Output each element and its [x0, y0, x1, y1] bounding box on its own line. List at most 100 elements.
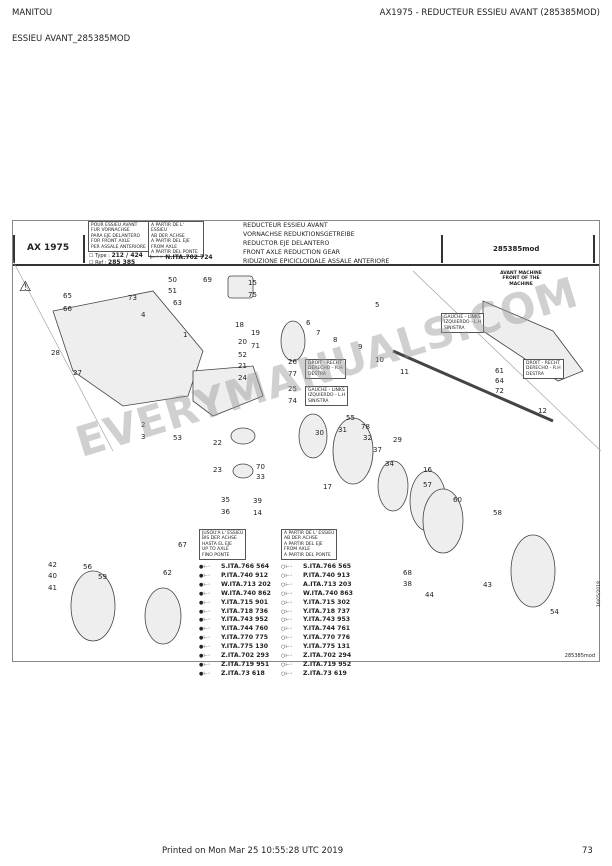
callout-number: 17 — [323, 483, 332, 491]
part-symbol-icon: ○⊢◦ — [281, 653, 293, 660]
callout-number: 28 — [51, 349, 60, 357]
part-symbol-icon: ●⊢◦ — [199, 572, 211, 579]
front-of-machine-note: AVANT MACHINE FRONT OF THE MACHINE — [500, 271, 542, 287]
callout-number: 73 — [128, 294, 137, 302]
serial-number: ⊢◦◦ N.ITA.702 724 — [150, 254, 213, 261]
callout-number: 69 — [203, 276, 212, 284]
until-axle-serial-list: ●⊢◦S.ITA.766 564●⊢◦P.ITA.740 912●⊢◦W.ITA… — [199, 563, 271, 679]
serial-list-item: ○⊢◦Y.ITA.744 761 — [281, 625, 351, 633]
callout-number: 71 — [251, 342, 260, 350]
callout-number: 60 — [453, 496, 462, 504]
type-ref: ☐ Type : 212 / 424 ☐ Ref : 285 385 — [89, 252, 143, 266]
brand-name: MANITOU — [12, 8, 53, 18]
callout-number: 70 — [256, 463, 265, 471]
callout-number: 54 — [550, 608, 559, 616]
serial-list-item: ○⊢◦Z.ITA.719 952 — [281, 660, 352, 668]
serial-list-item: ●⊢◦Y.ITA.718 736 — [199, 607, 269, 615]
part-symbol-icon: ○⊢◦ — [281, 599, 293, 606]
callout-number: 6 — [306, 319, 311, 327]
serial-list-item: ○⊢◦Z.ITA.73 619 — [281, 669, 347, 677]
callout-number: 30 — [315, 429, 324, 437]
callout-number: 41 — [48, 584, 57, 592]
part-symbol-icon: ○⊢◦ — [281, 617, 293, 624]
serial-list-item: ●⊢◦Z.ITA.73 618 — [199, 669, 265, 677]
reference-mod: 285385mod — [493, 245, 540, 253]
serial-list-item: ●⊢◦Z.ITA.702 293 — [199, 652, 270, 660]
callout-number: 32 — [363, 434, 372, 442]
callout-number: 59 — [98, 573, 107, 581]
callout-number: 3 — [141, 433, 146, 441]
callout-number: 14 — [253, 509, 262, 517]
part-symbol-icon: ●⊢◦ — [199, 564, 211, 570]
upper-pin-block — [227, 275, 254, 299]
callout-number: 40 — [48, 572, 57, 580]
callout-number: 50 — [168, 276, 177, 284]
callout-number: 77 — [288, 370, 297, 378]
part-symbol-icon: ●⊢◦ — [199, 581, 211, 588]
part-symbol-icon: ●⊢◦ — [199, 599, 211, 606]
callout-number: 51 — [168, 287, 177, 295]
callout-number: 9 — [358, 343, 363, 351]
part-symbol-icon: ○⊢◦ — [281, 564, 293, 570]
part-symbol-icon: ●⊢◦ — [199, 635, 211, 642]
serial-list-item: ●⊢◦Y.ITA.770 775 — [199, 634, 269, 642]
part-symbol-icon: ●⊢◦ — [199, 608, 211, 615]
serial-list-item: ○⊢◦Y.ITA.775 131 — [281, 643, 351, 651]
serial-list-item: ●⊢◦W.ITA.740 862 — [199, 589, 271, 597]
callout-number: 58 — [493, 509, 502, 517]
part-symbol-icon: ○⊢◦ — [281, 626, 293, 633]
callout-number: 15 — [248, 279, 257, 287]
callout-number: 75 — [248, 291, 257, 299]
document-title: AX1975 - REDUCTEUR ESSIEU AVANT (285385M… — [379, 8, 600, 18]
callout-number: 66 — [63, 305, 72, 313]
callout-number: 63 — [173, 299, 182, 307]
part-symbol-icon: ●⊢◦ — [199, 661, 211, 668]
callout-number: 78 — [361, 423, 370, 431]
serial-list-item: ●⊢◦Y.ITA.744 760 — [199, 625, 269, 633]
serial-list-item: ○⊢◦W.ITA.740 863 — [281, 589, 353, 597]
callout-number: 53 — [173, 434, 182, 442]
part-symbol-icon: ●⊢◦ — [199, 626, 211, 633]
callout-number: 4 — [141, 311, 146, 319]
callout-number: 23 — [213, 466, 222, 474]
callout-number: 37 — [373, 446, 382, 454]
swivel-housing — [192, 365, 264, 417]
serial-list-item: ●⊢◦Y.ITA.715 901 — [199, 598, 269, 606]
callout-number: 39 — [253, 497, 262, 505]
callout-number: 35 — [221, 496, 230, 504]
callout-number: 24 — [238, 374, 247, 382]
callout-number: 10 — [375, 356, 384, 364]
callout-number: 11 — [400, 368, 409, 376]
callout-number: 55 — [346, 414, 355, 422]
callout-number: 25 — [288, 385, 297, 393]
callout-number: 57 — [423, 481, 432, 489]
warning-icon: ⚠ — [19, 279, 32, 295]
part-symbol-icon: ○⊢◦ — [281, 661, 293, 668]
callout-number: 29 — [393, 436, 402, 444]
serial-list-item: ●⊢◦Y.ITA.743 952 — [199, 616, 269, 624]
axle-housing — [52, 290, 204, 407]
drawing-reference: 285385mod — [564, 653, 595, 659]
callout-number: 56 — [83, 563, 92, 571]
callout-number: 62 — [163, 569, 172, 577]
callout-number: 33 — [256, 473, 265, 481]
callout-number: 8 — [333, 336, 338, 344]
part-symbol-icon: ○⊢◦ — [281, 644, 293, 651]
drawing-date: 16/05/2018 — [597, 581, 602, 607]
callout-number: 26 — [288, 358, 297, 366]
serial-list-item: ○⊢◦Y.ITA.743 953 — [281, 616, 351, 624]
callout-number: 2 — [141, 421, 146, 429]
page-number: 73 — [582, 846, 593, 856]
callout-number: 20 — [238, 338, 247, 346]
serial-list-item: ○⊢◦Y.ITA.718 737 — [281, 607, 351, 615]
serial-list-item: ○⊢◦Y.ITA.770 776 — [281, 634, 351, 642]
part-symbol-icon: ●⊢◦ — [199, 617, 211, 624]
